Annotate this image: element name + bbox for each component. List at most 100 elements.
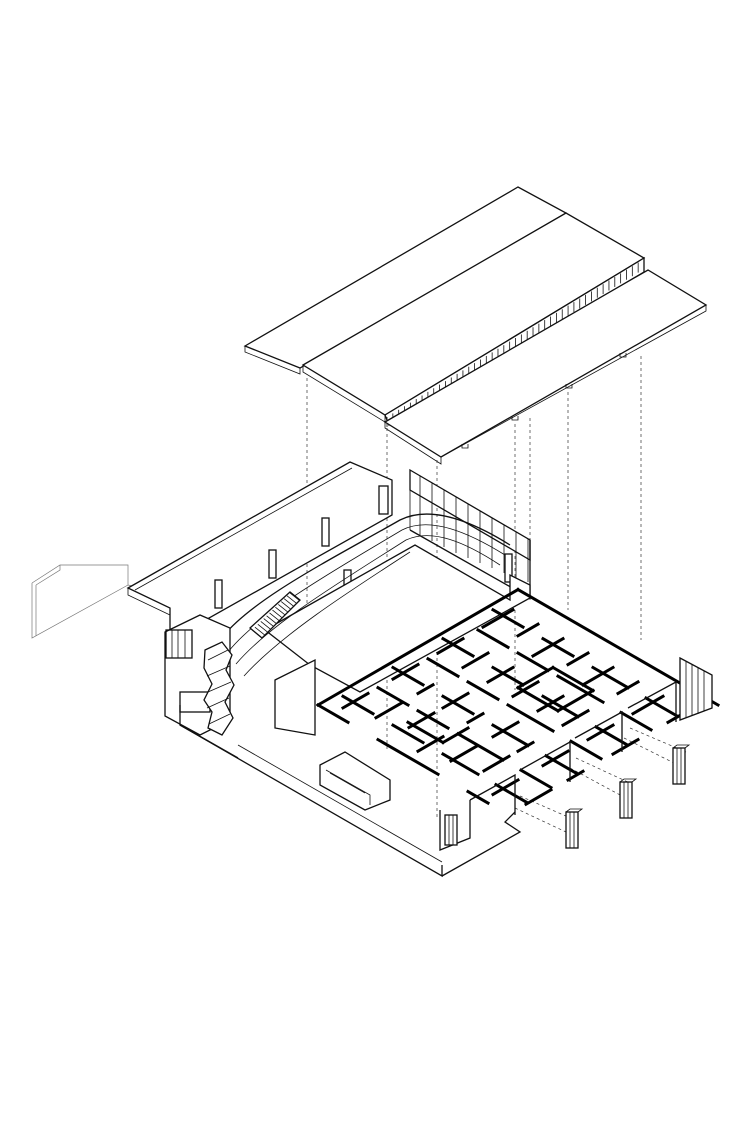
upper-floor-shell [126, 461, 531, 693]
plan-wall [565, 651, 591, 667]
plan-wall [340, 694, 376, 716]
plan-wall [643, 696, 679, 718]
plan-wall [375, 737, 441, 777]
plan-wall [440, 726, 471, 745]
plan-wall [490, 607, 526, 630]
plan-wall [465, 711, 486, 725]
exploded-columns [565, 744, 691, 849]
escalator-step [280, 601, 292, 610]
plan-wall [315, 702, 351, 725]
plan-wall [585, 723, 616, 742]
roof-panel-middle-fascia [302, 365, 386, 423]
plan-wall [390, 665, 426, 687]
plan-wall [510, 679, 541, 699]
plan-wall [493, 782, 529, 804]
exploded-column [672, 744, 691, 785]
plan-wall [490, 665, 526, 687]
plan-wall [568, 739, 604, 761]
escalator-step [283, 598, 295, 608]
column-cap [619, 778, 638, 783]
plan-wall [535, 694, 566, 713]
plan-wall [490, 777, 521, 797]
plan-wall [415, 708, 451, 731]
curtain-wall-mullions [409, 470, 529, 582]
plan-wall [440, 691, 471, 710]
plan-wall [515, 651, 551, 673]
escalator-step [266, 615, 277, 625]
escalator-step [263, 618, 274, 627]
left-facade [164, 614, 235, 736]
escalator-step [286, 595, 298, 605]
plan-wall [490, 720, 521, 739]
right-corner-glazing [679, 656, 713, 721]
escalator-step [272, 609, 283, 619]
feature-sculpture [203, 641, 235, 736]
plan-wall [540, 694, 581, 719]
column-shaft [672, 747, 686, 785]
atrium-opening [263, 544, 531, 693]
plan-wall [440, 751, 481, 777]
plan-wall [448, 744, 479, 764]
plan-wall [590, 665, 631, 690]
plan-wall [390, 723, 426, 745]
plan-wall [490, 723, 531, 748]
escalator-step [260, 621, 272, 630]
entry-bridge [31, 564, 166, 639]
plan-wall [518, 768, 554, 790]
plan-wall [543, 753, 579, 776]
plan-wall [618, 710, 654, 732]
plan-wall [505, 702, 556, 734]
core-block [274, 658, 316, 736]
escalator-step [254, 626, 266, 636]
front-facade [319, 656, 713, 851]
plan-wall [415, 682, 436, 696]
column-cap [565, 808, 584, 813]
plan-wall [405, 720, 446, 745]
plan-wall [560, 708, 591, 728]
roof-support-tabs [461, 353, 627, 449]
slab-edge-right [441, 811, 522, 877]
column-cap [672, 744, 691, 749]
plan-wall [390, 662, 421, 682]
plan-wall [460, 651, 491, 670]
plan-wall [630, 694, 666, 716]
plan-wall [315, 587, 521, 708]
plan-wall [540, 636, 576, 659]
escalator-step [275, 606, 286, 616]
plan-wall [530, 636, 566, 659]
plan-wall [615, 679, 641, 696]
roof-panel-left-fascia [244, 346, 301, 375]
plan-wall [515, 685, 561, 713]
plan-wall [555, 688, 596, 713]
roof-panel-right-fascia [384, 305, 707, 465]
escalator-step [257, 623, 269, 633]
plan-wall [373, 701, 404, 720]
plan-wall [465, 679, 501, 702]
slab-edge-left [179, 705, 443, 878]
atrium-rail [219, 513, 511, 641]
plan-wall [440, 694, 476, 716]
plan-wall [515, 740, 536, 754]
plan-wall [610, 737, 641, 757]
plan-wall [435, 636, 466, 656]
plan-wall [465, 789, 491, 806]
plan-wall [550, 665, 596, 693]
plan-wall [580, 665, 616, 687]
plan-wall [440, 636, 476, 659]
upper-curtain-wall [409, 468, 531, 562]
plan-wall [480, 607, 516, 630]
plan-wall [515, 665, 556, 690]
plan-wall [481, 754, 512, 773]
plan-wall [523, 787, 554, 807]
ground-slab [179, 658, 522, 878]
escalator-step [269, 612, 280, 622]
roof-assembly [243, 186, 708, 465]
plan-wall [485, 665, 516, 684]
escalator-step [289, 592, 301, 602]
plan-wall [555, 674, 606, 705]
plan-wall [540, 749, 571, 768]
plan-wall [455, 731, 506, 762]
column-shaft [619, 781, 633, 819]
